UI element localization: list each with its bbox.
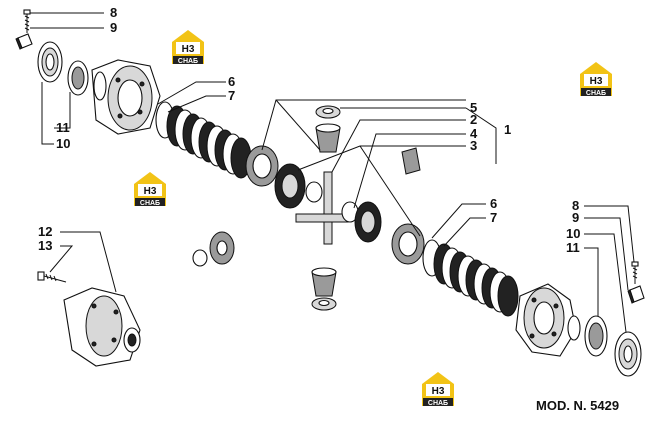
upper-washer-5	[315, 105, 341, 119]
model-label: MOD. N. 5429	[536, 398, 619, 413]
top-left-lock-plate	[15, 33, 33, 50]
lower-side-gear	[354, 201, 425, 265]
svg-text:H3: H3	[590, 76, 603, 87]
svg-text:СНАБ: СНАБ	[428, 400, 448, 407]
right-bearing-cup	[584, 315, 608, 357]
callout-4: 4	[470, 126, 478, 141]
callout-6-bottom: 6	[490, 196, 497, 211]
callout-11-top: 11	[56, 120, 70, 135]
svg-text:H3: H3	[432, 386, 445, 397]
right-screw	[631, 261, 639, 284]
lower-clutch-pack	[422, 239, 519, 317]
svg-text:H3: H3	[144, 186, 157, 197]
logo-left: H3 СНАБ	[134, 172, 166, 207]
callout-numbers: 8 9 11 10 6 7 5 2 4 3 1 6 7 8 9 10 11 12…	[38, 5, 580, 255]
upper-clutch-pack	[155, 101, 252, 179]
logo-top: H3 СНАБ	[172, 30, 204, 65]
loose-pinion-gear	[192, 231, 235, 267]
callout-9-top: 9	[110, 20, 117, 35]
callout-11-bottom: 11	[566, 240, 580, 255]
callout-13: 13	[38, 238, 52, 253]
top-left-bearing-cup	[67, 60, 89, 96]
leader-lines	[30, 12, 635, 333]
center-thrust-washers	[305, 181, 359, 223]
svg-text:СНАБ: СНАБ	[586, 90, 606, 97]
svg-text:СНАБ: СНАБ	[140, 200, 160, 207]
callout-1: 1	[504, 122, 511, 137]
right-housing	[515, 283, 581, 357]
callout-12: 12	[38, 224, 52, 239]
callout-3: 3	[470, 138, 477, 153]
top-housing	[91, 59, 161, 135]
callout-10-bottom: 10	[566, 226, 580, 241]
callout-8-top: 8	[110, 5, 117, 20]
callout-9-bottom: 9	[572, 210, 579, 225]
top-left-bearing	[37, 41, 63, 83]
lower-washer	[311, 297, 337, 311]
right-bearing	[614, 331, 642, 377]
callout-6-top: 6	[228, 74, 235, 89]
upper-side-gear	[245, 145, 306, 209]
callout-7-bottom: 7	[490, 210, 497, 225]
svg-text:СНАБ: СНАБ	[178, 58, 198, 65]
callout-8-bottom: 8	[572, 198, 579, 213]
lower-pinion-gear	[311, 267, 337, 297]
right-small-pinion	[401, 147, 421, 175]
callout-10-top: 10	[56, 136, 70, 151]
logo-bottom: H3 СНАБ	[422, 372, 454, 407]
upper-pinion-gear	[315, 123, 341, 153]
bottom-left-bolt	[37, 271, 67, 283]
callout-2: 2	[470, 112, 477, 127]
bottom-left-housing	[63, 287, 141, 367]
right-lock-plate	[627, 285, 645, 304]
callout-5: 5	[470, 100, 477, 115]
svg-text:H3: H3	[182, 44, 195, 55]
logo-right: H3 СНАБ	[580, 62, 612, 97]
top-left-screw	[23, 9, 31, 33]
callout-7-top: 7	[228, 88, 235, 103]
